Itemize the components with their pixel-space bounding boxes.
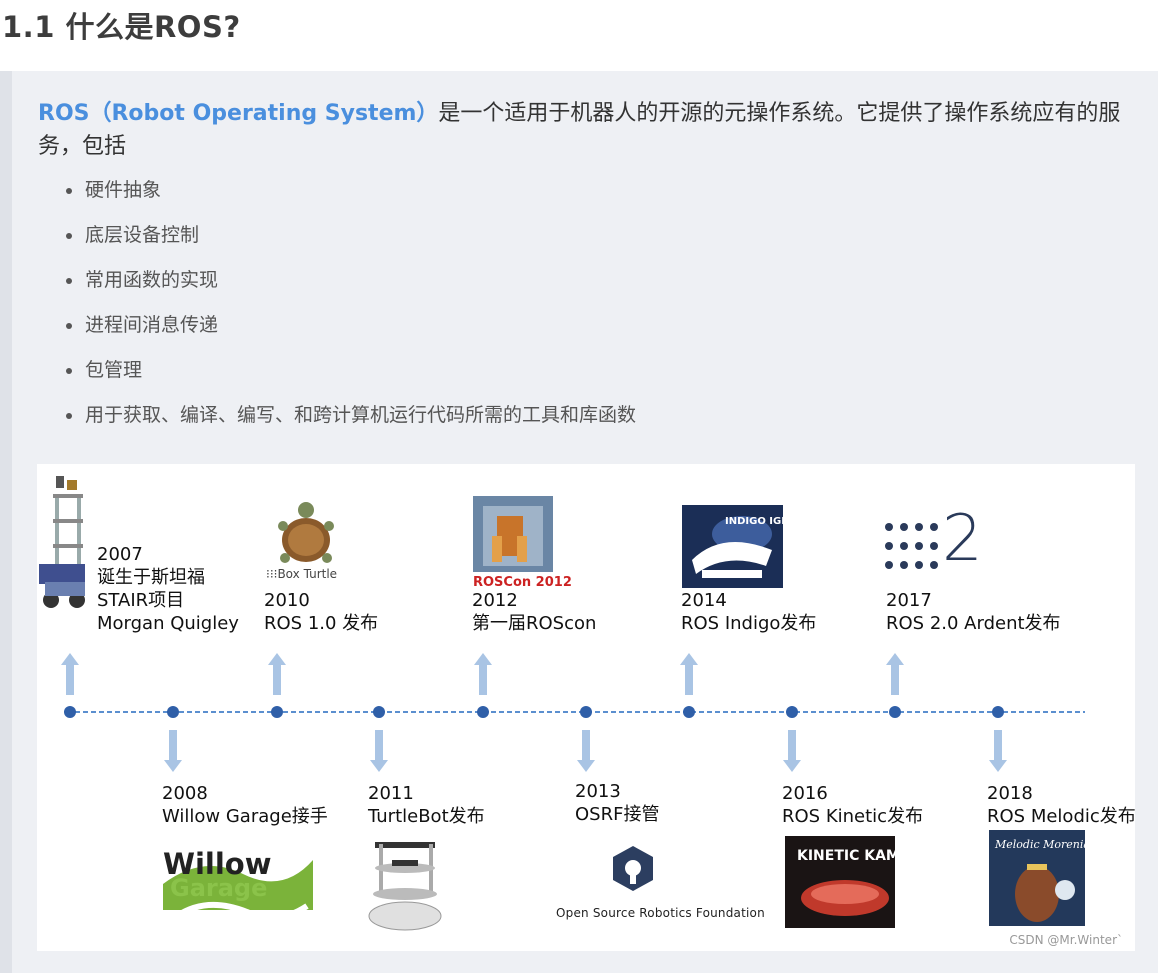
timeline-graphic: ROSCon 2012 INDIGO IGLOO Willow Garage xyxy=(39,476,1090,931)
list-item: 底层设备控制 xyxy=(64,215,636,260)
event-year: 2012 xyxy=(472,590,518,611)
down-arrow-icon xyxy=(370,730,388,772)
page-title: 1.1 什么是ROS? xyxy=(2,10,241,44)
event-year: 2008 xyxy=(162,783,208,804)
list-item: 进程间消息传递 xyxy=(64,305,636,350)
up-arrow-icon xyxy=(61,653,79,695)
event-line: ROS 2.0 Ardent发布 xyxy=(886,613,1061,634)
roscon-logo-text: ROSCon 2012 xyxy=(473,575,572,590)
event-year: 2017 xyxy=(886,590,932,611)
watermark: CSDN @Mr.Winter` xyxy=(1009,933,1123,947)
intro-text: 是一个适用于机器人的开源的元操作系统。它提供了操作系统应有的服务，包括 xyxy=(38,101,1121,159)
down-arrows xyxy=(164,730,1007,772)
timeline-dot xyxy=(683,706,695,718)
timeline-dot xyxy=(889,706,901,718)
ros-history-timeline: ROSCon 2012 INDIGO IGLOO Willow Garage xyxy=(37,464,1136,951)
down-arrow-icon xyxy=(164,730,182,772)
down-arrow-icon xyxy=(989,730,1007,772)
osrf-logo xyxy=(613,846,653,891)
down-arrow-icon xyxy=(577,730,595,772)
stair-robot-icon xyxy=(39,476,85,608)
event-year: 2016 xyxy=(782,783,828,804)
list-item: 常用函数的实现 xyxy=(64,260,636,305)
box-turtle-logo xyxy=(278,502,334,563)
event-2017: 2017 ROS 2.0 Ardent发布 xyxy=(886,589,1061,635)
event-2018: 2018 ROS Melodic发布 xyxy=(987,782,1136,828)
event-2012: 2012 第一届ROScon xyxy=(472,589,596,635)
event-line: 第一届ROScon xyxy=(472,613,597,634)
event-2014: 2014 ROS Indigo发布 xyxy=(681,589,816,635)
melodic-morenia-logo xyxy=(989,830,1085,926)
osrf-label: Open Source Robotics Foundation xyxy=(556,906,765,920)
event-line: OSRF接管 xyxy=(575,804,660,825)
event-year: 2011 xyxy=(368,783,414,804)
down-arrow-icon xyxy=(783,730,801,772)
event-line: Morgan Quigley xyxy=(97,613,239,634)
timeline-dot xyxy=(271,706,283,718)
event-2008: 2008 Willow Garage接手 xyxy=(162,782,328,828)
event-line: ROS 1.0 发布 xyxy=(264,613,379,634)
garage-logo-text: Garage xyxy=(170,874,267,902)
willow-logo-text: Willow xyxy=(163,847,272,881)
indigo-logo-text: INDIGO IGLOO xyxy=(725,516,804,527)
ros2-logo xyxy=(885,523,938,569)
up-arrow-icon xyxy=(680,653,698,695)
event-year: 2018 xyxy=(987,783,1033,804)
timeline-dots xyxy=(64,706,1004,718)
timeline-dot xyxy=(580,706,592,718)
timeline-dot xyxy=(477,706,489,718)
event-year: 2007 xyxy=(97,544,143,565)
timeline-dot xyxy=(167,706,179,718)
event-2016: 2016 ROS Kinetic发布 xyxy=(782,782,923,828)
turtlebot-icon xyxy=(368,842,442,931)
roscon-2012-logo xyxy=(473,496,553,588)
event-2013: 2013 OSRF接管 xyxy=(575,780,659,826)
timeline-dot xyxy=(786,706,798,718)
event-line: ROS Kinetic发布 xyxy=(782,806,924,827)
kinetic-logo-text: KINETIC KAME xyxy=(797,848,909,864)
event-2011: 2011 TurtleBot发布 xyxy=(368,782,485,828)
willow-garage-logo xyxy=(163,860,313,921)
timeline-dot xyxy=(373,706,385,718)
event-line: STAIR项目 xyxy=(97,590,185,611)
event-2010: 2010 ROS 1.0 发布 xyxy=(264,589,378,635)
box-turtle-dots-icon: ⁝⁝⁝ xyxy=(266,567,278,581)
melodic-logo-text: Melodic Morenia xyxy=(994,838,1090,851)
up-arrows xyxy=(61,653,904,695)
up-arrow-icon xyxy=(268,653,286,695)
event-line: ROS Melodic发布 xyxy=(987,806,1136,827)
event-2007: 2007 诞生于斯坦福 STAIR项目 Morgan Quigley xyxy=(97,543,239,635)
event-line: TurtleBot发布 xyxy=(368,806,485,827)
event-line: Willow Garage接手 xyxy=(162,806,328,827)
list-item: 包管理 xyxy=(64,350,636,395)
box-turtle-label: ⁝⁝⁝Box Turtle xyxy=(266,567,337,581)
event-year: 2013 xyxy=(575,781,621,802)
ros-highlight: ROS（Robot Operating System） xyxy=(38,101,439,126)
timeline-dot xyxy=(992,706,1004,718)
intro-paragraph: ROS（Robot Operating System）是一个适用于机器人的开源的… xyxy=(38,97,1128,163)
event-line: ROS Indigo发布 xyxy=(681,613,817,634)
timeline-dot xyxy=(64,706,76,718)
event-line: 诞生于斯坦福 xyxy=(97,567,205,588)
event-year: 2014 xyxy=(681,590,727,611)
ros2-number: 2 xyxy=(942,502,983,576)
box-turtle-text: Box Turtle xyxy=(277,567,338,581)
up-arrow-icon xyxy=(886,653,904,695)
feature-list: 硬件抽象 底层设备控制 常用函数的实现 进程间消息传递 包管理 用于获取、编译、… xyxy=(64,170,636,440)
up-arrow-icon xyxy=(474,653,492,695)
kinetic-kame-logo xyxy=(785,836,895,928)
list-item: 用于获取、编译、编写、和跨计算机运行代码所需的工具和库函数 xyxy=(64,395,636,440)
list-item: 硬件抽象 xyxy=(64,170,636,215)
event-year: 2010 xyxy=(264,590,310,611)
indigo-igloo-logo xyxy=(682,505,783,588)
